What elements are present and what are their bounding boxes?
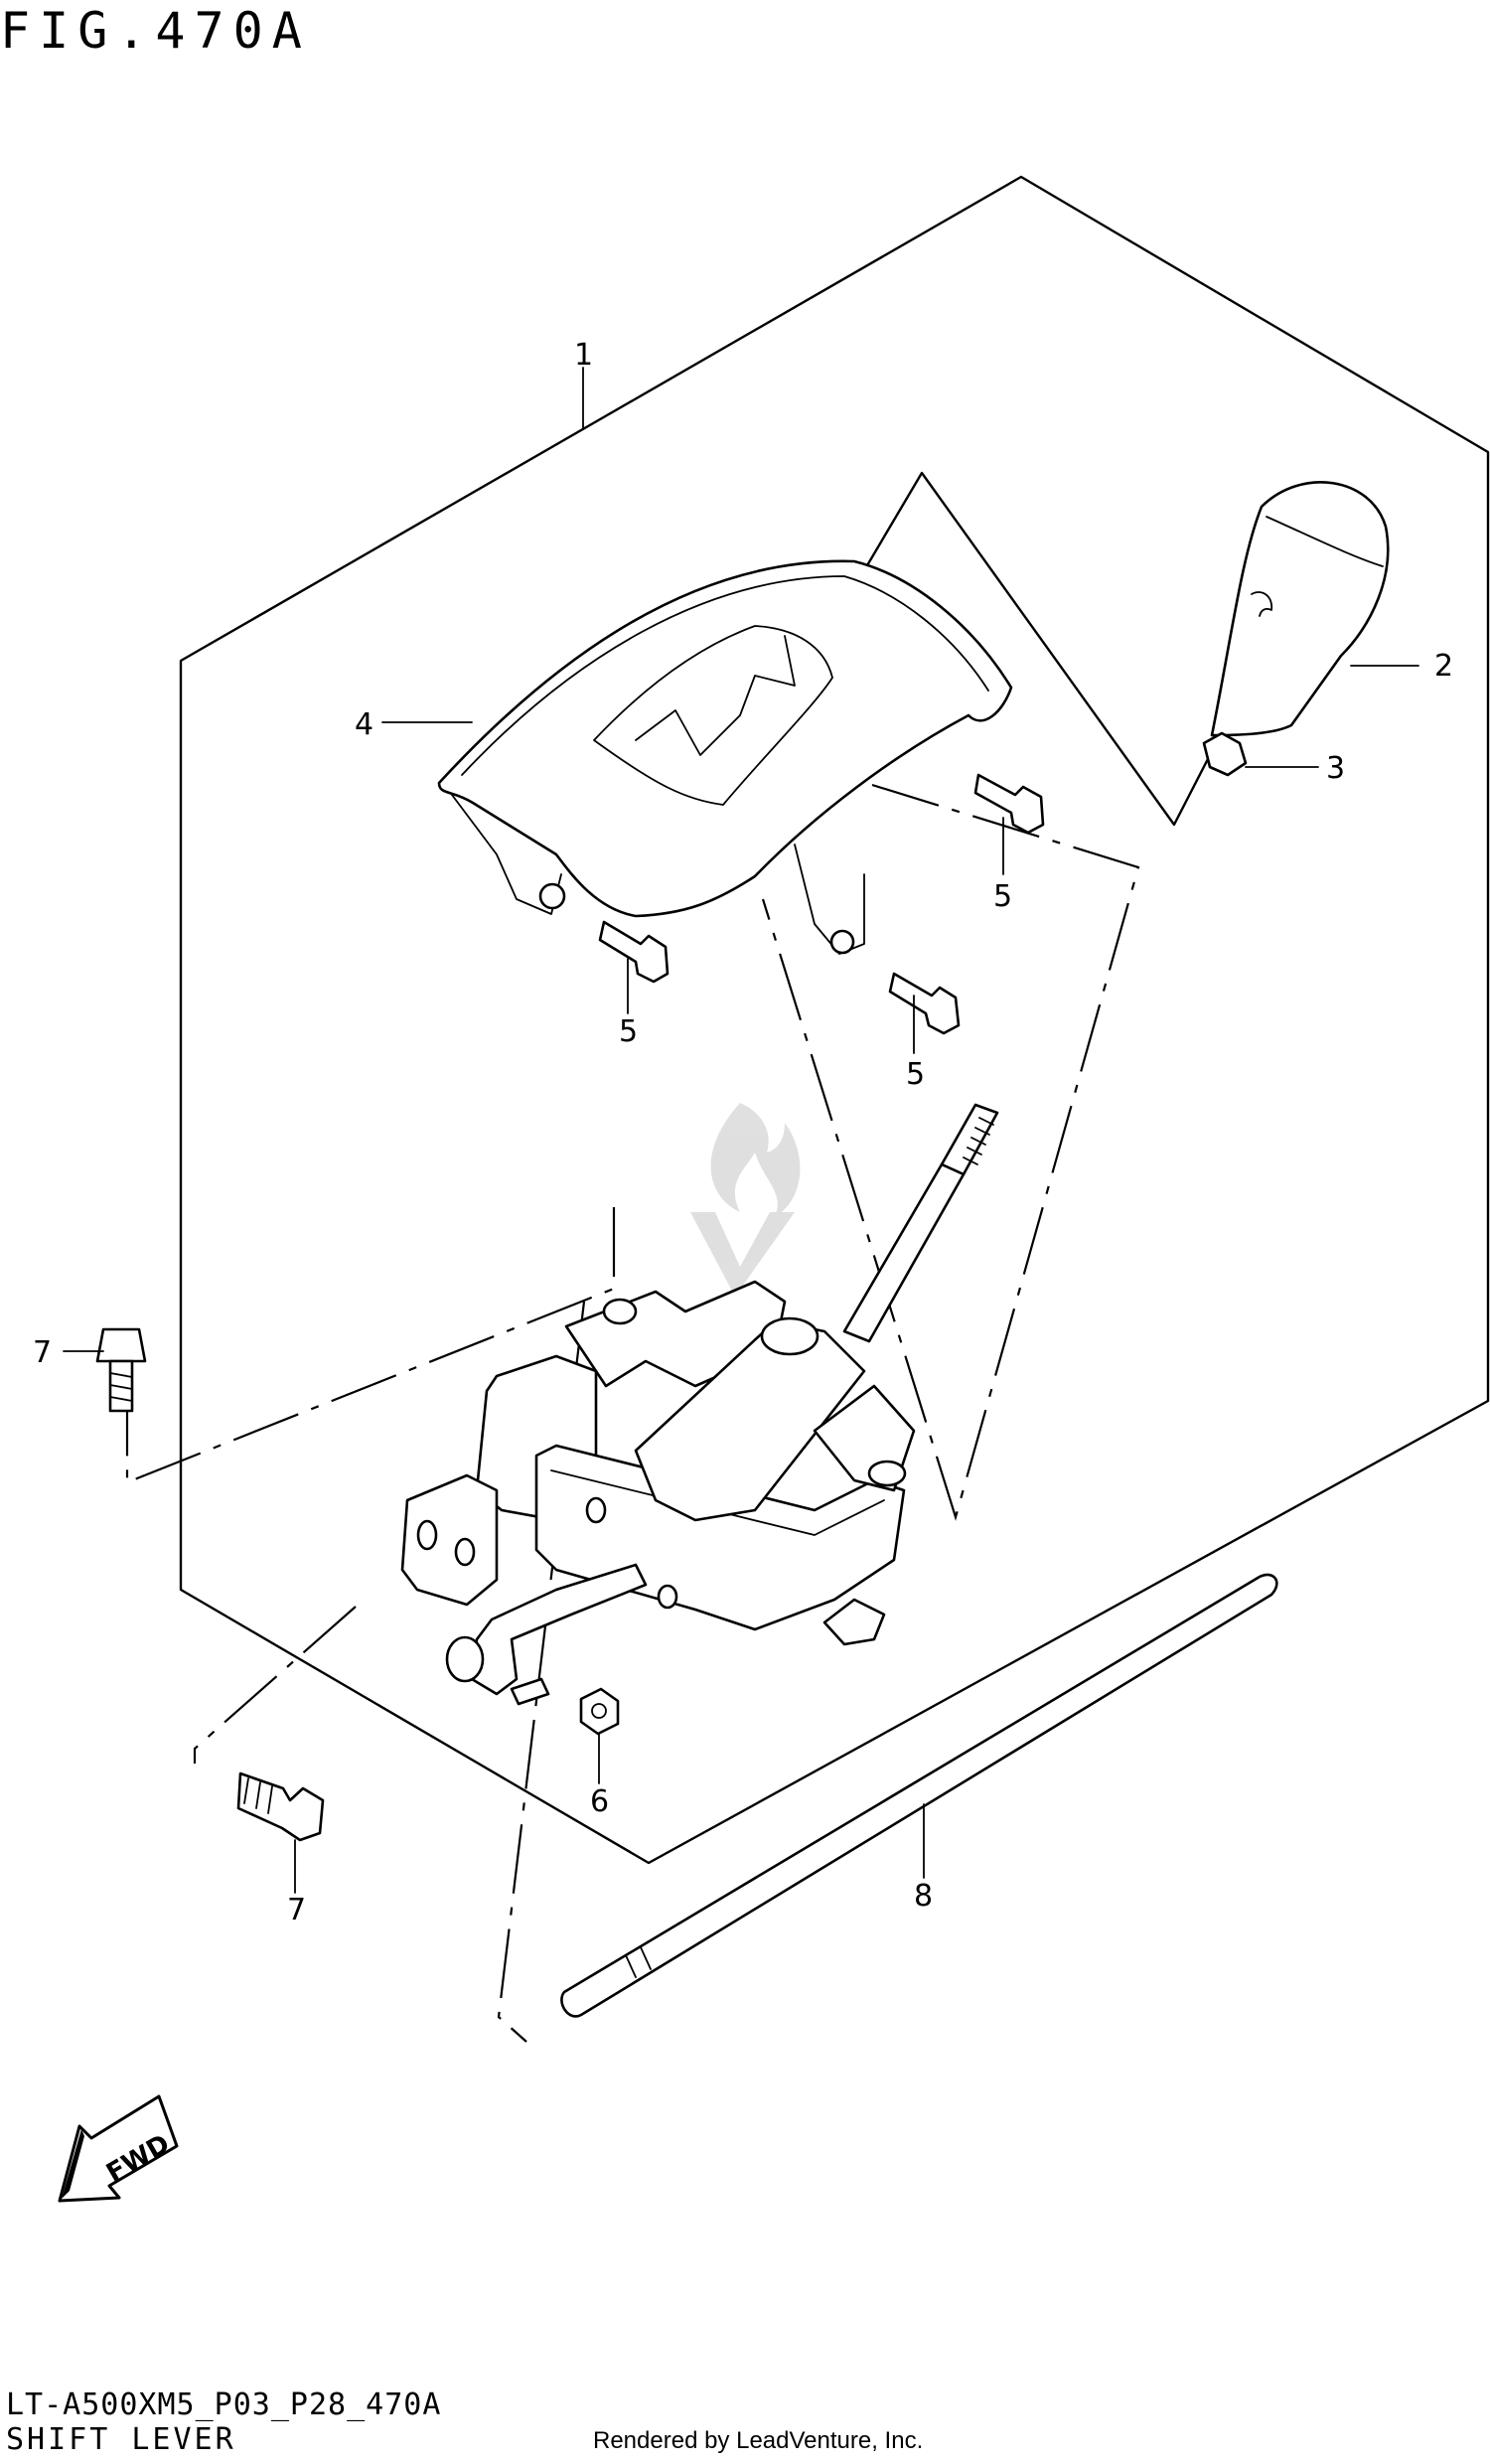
assembly-boundary — [179, 175, 1490, 1865]
callout-5a: 5 — [993, 879, 1012, 914]
callout-7b: 7 — [287, 1893, 306, 1927]
callout-2: 2 — [1434, 649, 1453, 684]
callout-5b: 5 — [619, 1014, 638, 1049]
hex-nut — [579, 1687, 620, 1736]
shift-lever-shaft — [842, 1103, 999, 1343]
shift-rod — [560, 1573, 1278, 2018]
lever-bracket-assembly — [400, 1280, 916, 1646]
model-code: LT-A500XM5_P03_P28_470A — [6, 2387, 442, 2422]
callout-7a: 7 — [33, 1335, 52, 1370]
callout-6: 6 — [590, 1784, 609, 1819]
linkage-arm — [445, 1563, 648, 1706]
callout-4: 4 — [355, 707, 373, 742]
figure-name: SHIFT LEVER — [6, 2422, 236, 2457]
bracket-guide-line — [125, 1207, 616, 1484]
flange-bolt-7a — [95, 1327, 147, 1413]
leader-lines — [63, 367, 1419, 1894]
shift-knob — [1210, 481, 1390, 737]
callout-8: 8 — [914, 1879, 933, 1914]
boot-guide-line — [761, 783, 1140, 1521]
callout-3: 3 — [1326, 751, 1345, 786]
callout-5c: 5 — [906, 1057, 925, 1092]
bolt-guide-line — [193, 1606, 357, 1764]
watermark-flame-icon — [690, 1103, 801, 1297]
figure-title: FIG.470A — [0, 2, 311, 60]
render-credit: Rendered by LeadVenture, Inc. — [593, 2427, 924, 2454]
screw-5b — [598, 920, 670, 984]
shift-boot — [437, 559, 1013, 955]
flange-bolt-7b — [236, 1771, 325, 1842]
fwd-arrow-icon: FWD — [58, 2094, 179, 2203]
callout-1: 1 — [574, 338, 593, 373]
screw-5a — [973, 773, 1045, 835]
screw-5c — [888, 972, 961, 1035]
knob-guide-line — [832, 471, 1212, 827]
grommet-nut — [1202, 731, 1248, 777]
